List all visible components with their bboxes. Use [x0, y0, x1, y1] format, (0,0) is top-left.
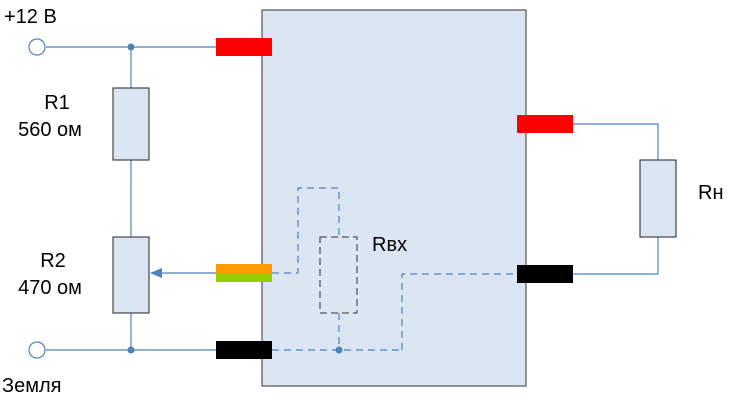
- right-wiring: [572, 123, 659, 275]
- node-bottom: [127, 346, 135, 354]
- terminal-ground: [216, 341, 272, 359]
- resistor-load: [639, 159, 677, 238]
- module-box: [261, 9, 527, 387]
- terminal-signal-green: [216, 273, 272, 282]
- supply-terminal: [28, 38, 46, 56]
- terminal-signal-orange: [216, 264, 272, 273]
- resistor-r2: [112, 236, 150, 314]
- node-top: [127, 43, 135, 51]
- supply-label: +12 В: [4, 6, 57, 28]
- ground-terminal: [28, 341, 46, 359]
- potentiometer-wiper-arrow: [150, 268, 162, 278]
- load-resistance-label: Rн: [698, 182, 724, 204]
- terminal-plus: [216, 38, 272, 56]
- r1-value-label: 560 ом: [18, 119, 82, 141]
- ground-label: Земля: [2, 375, 62, 397]
- r2-name-label: R2: [40, 250, 66, 272]
- resistor-input: [319, 236, 358, 314]
- node-internal: [335, 346, 343, 354]
- terminal-output-plus: [517, 115, 573, 133]
- input-resistance-label: Rвх: [372, 234, 408, 256]
- resistor-r1: [112, 87, 150, 161]
- r2-value-label: 470 ом: [18, 277, 82, 299]
- terminal-output-minus: [517, 265, 573, 283]
- r1-name-label: R1: [44, 92, 70, 114]
